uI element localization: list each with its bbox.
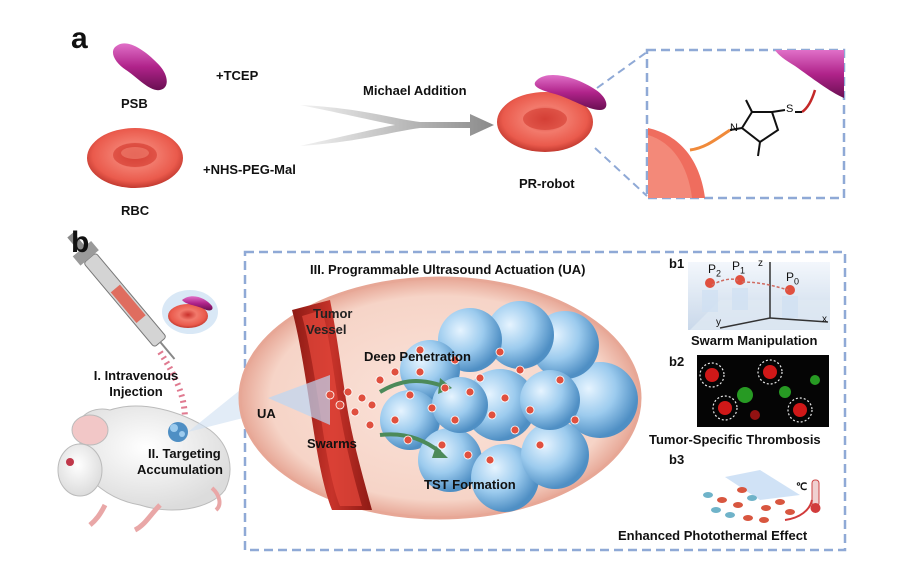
pr-robot-dot [500,393,510,403]
b3-particle [703,492,713,498]
tumor-on-mouse [168,422,188,442]
pr-robot-dot [390,367,400,377]
pr-robot-dot [510,425,520,435]
pr-robot [497,75,607,152]
reaction-arrow [300,105,494,146]
b1-caption: Swarm Manipulation [691,333,818,348]
tst-formation-label: TST Formation [424,477,516,492]
pr-robot-dot [427,403,437,413]
b3-particle [725,512,735,518]
nhs-peg-mal-label: +NHS-PEG-Mal [203,162,296,177]
b3-caption: Enhanced Photothermal Effect [618,528,808,543]
pr-robot-dot [555,375,565,385]
mouse [57,405,231,533]
b3-particle [743,515,753,521]
pr-robot-swarm [325,345,580,465]
b3-particle [761,505,771,511]
syringe [67,232,176,360]
swarms-label: Swarms [307,436,357,451]
pr-robot-dot [350,407,360,417]
pr-robot-dot [343,387,353,397]
b3-unit-celsius: ℃ [796,482,808,493]
deep-penetration-label: Deep Penetration [364,349,471,364]
b3-particle [747,495,757,501]
b3-particle [737,487,747,493]
step1-line1: I. Intravenous [93,368,179,383]
pr-robot-dot [357,393,367,403]
b1-axis-x: x [822,314,827,325]
rbc-label: RBC [121,203,150,218]
step2-line1: II. Targeting [148,446,221,461]
pr-robot-dot [463,450,473,460]
pr-robot-dot [375,375,385,385]
b3-particle [775,499,785,505]
step1-line2: Injection [109,384,163,399]
b2-thrombosis-image [697,355,829,427]
b1-point-p2: P2 [708,262,722,279]
pr-robot-dot [405,390,415,400]
pr-robot-dot [403,435,413,445]
pr-robot-dot [365,420,375,430]
pr-robot-dot [335,400,345,410]
psb-bacterium [112,43,167,91]
zoom-box [594,48,846,200]
b3-tag: b3 [669,452,685,467]
zoom-beam [188,378,255,432]
b3-particle [717,497,727,503]
tumor-vessel-line1: Tumor [313,306,353,321]
pr-robot-dot [450,355,460,365]
b1-axis-z: z [758,258,763,269]
pr-robot-dot [415,345,425,355]
pr-robot-dot [437,440,447,450]
b3-particle [711,507,721,513]
b3-particle [733,502,743,508]
step2-line2: Accumulation [137,462,223,477]
rbc-cell [87,128,183,188]
nitrogen-atom: N [730,122,738,134]
pr-robot-dot [495,347,505,357]
pr-robot-dot [450,415,460,425]
b1-tag: b1 [669,256,685,271]
pr-robot-bubble [162,290,218,334]
panel-b-letter: b [71,226,90,259]
pr-robot-dot [487,410,497,420]
sulfur-atom: S [786,103,794,115]
b1-swarm-manipulation-image [688,262,830,330]
pr-robot-dot [525,405,535,415]
b3-particle [785,509,795,515]
pr-robot-label: PR-robot [519,176,575,191]
pr-robot-dot [325,390,335,400]
pr-robot-dot [535,440,545,450]
pr-robot-dot [440,383,450,393]
psb-label: PSB [121,96,148,111]
ua-label: UA [257,406,276,421]
pr-robot-dot [367,400,377,410]
pr-robot-dot [465,387,475,397]
panel-a-letter: a [71,22,88,55]
pr-robot-dot [475,373,485,383]
tcep-label: +TCEP [216,68,259,83]
tumor-vessel-line2: Vessel [306,322,347,337]
b1-point-p0: P0 [786,270,800,287]
pr-robot-dot [390,415,400,425]
b3-photothermal-image [703,470,821,523]
ua-title: III. Programmable Ultrasound Actuation (… [310,262,586,277]
pr-robot-dot [570,415,580,425]
pr-robot-dot [515,365,525,375]
michael-addition-label: Michael Addition [363,83,467,98]
pr-robot-dot [485,455,495,465]
pr-robot-dot [415,367,425,377]
b2-caption: Tumor-Specific Thrombosis [649,432,821,447]
b1-axis-y: y [716,317,721,328]
b1-point-p1: P1 [732,259,746,276]
b2-tag: b2 [669,354,685,369]
b3-particle [759,517,769,523]
